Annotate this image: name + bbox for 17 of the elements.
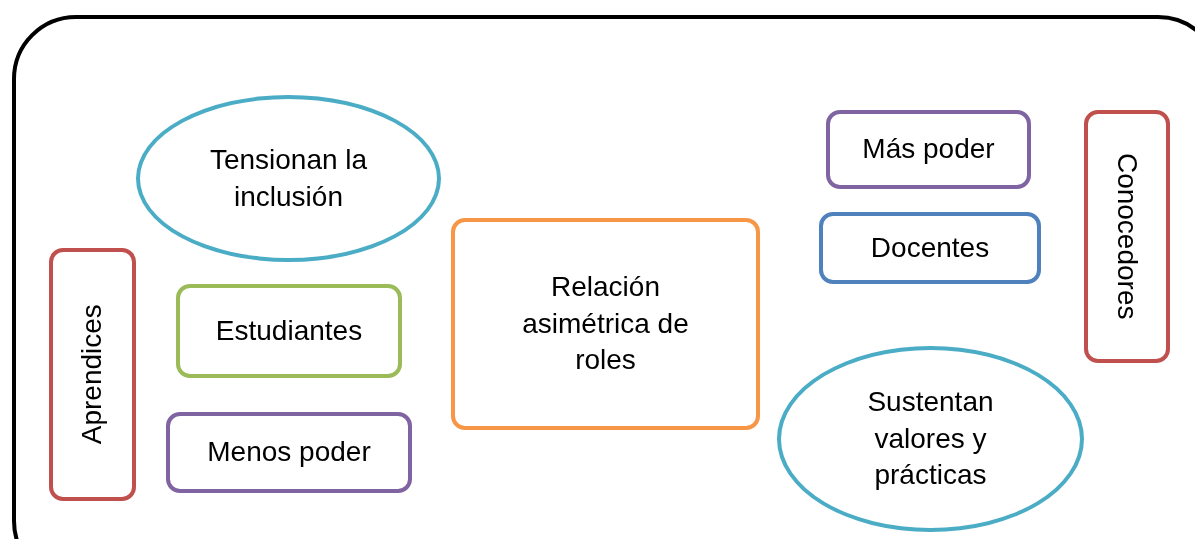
rounded-box (826, 110, 1031, 189)
node-label: Tensionan la inclusión (208, 143, 369, 214)
node-label: Sustentan valores y prácticas (866, 385, 995, 493)
node-label: Docentes (870, 230, 990, 265)
rounded-box (176, 284, 402, 378)
node-label: Relación asimétrica de roles (521, 270, 690, 378)
rounded-box (451, 218, 760, 430)
rounded-box (1084, 110, 1170, 363)
rounded-box (819, 212, 1041, 284)
node-label: Aprendices (75, 304, 109, 445)
rounded-box (49, 248, 136, 501)
node-label: Estudiantes (215, 313, 363, 348)
rounded-box (166, 412, 412, 493)
node-label: Menos poder (207, 435, 371, 470)
node-label: Más poder (862, 132, 995, 167)
frame-border (12, 15, 1195, 539)
node-label: Conocedores (1111, 153, 1145, 320)
